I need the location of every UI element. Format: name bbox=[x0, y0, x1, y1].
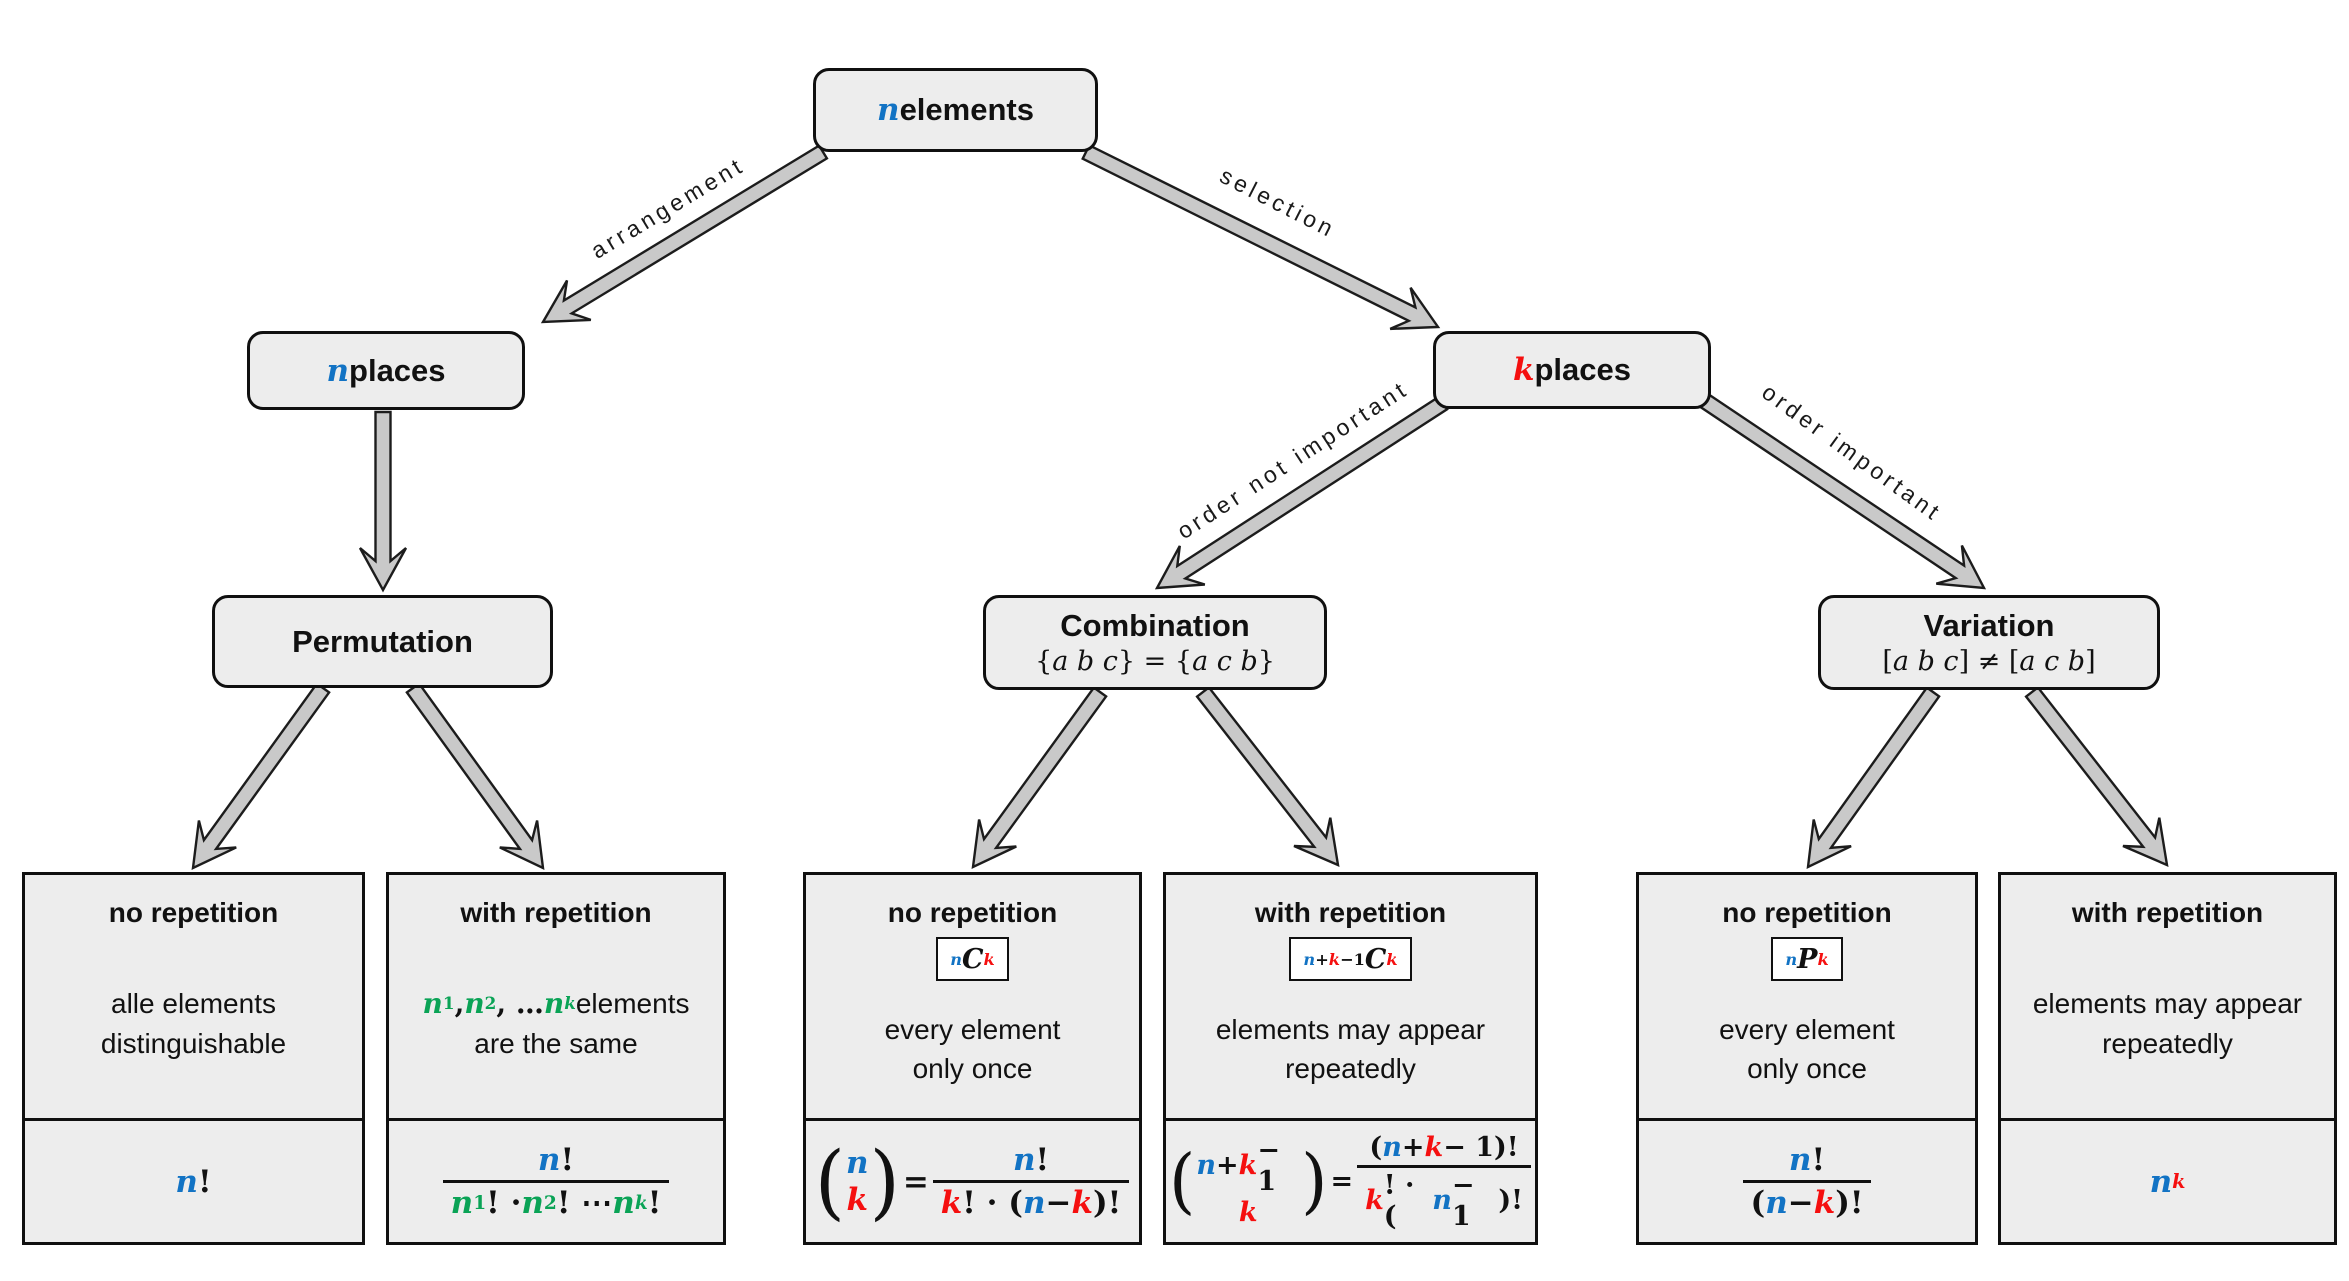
node-title: k places bbox=[1513, 352, 1631, 388]
node-variation: Variation [a b c] ≠ [a c b] bbox=[1818, 595, 2160, 690]
node-title: Combination bbox=[1060, 608, 1250, 643]
flow-arrow bbox=[1195, 685, 1340, 867]
node-title: n elements bbox=[877, 92, 1034, 128]
box-header: no repetition bbox=[1722, 897, 1892, 928]
box-header: with repetition bbox=[1254, 897, 1447, 928]
flow-arrow bbox=[2024, 685, 2169, 867]
flow-arrow bbox=[971, 685, 1108, 870]
node-permutation: Permutation bbox=[212, 595, 553, 688]
node-n-places: n places bbox=[247, 331, 525, 410]
flow-arrow bbox=[1699, 393, 1987, 590]
node-subtitle: {a b c} = {a c b} bbox=[1035, 646, 1275, 677]
node-combination: Combination {a b c} = {a c b} bbox=[983, 595, 1327, 690]
box-header: no repetition bbox=[108, 897, 279, 928]
box-header: with repetition bbox=[460, 897, 652, 928]
flow-arrow bbox=[358, 410, 408, 593]
flow-arrow bbox=[540, 143, 829, 324]
box-header: with repetition bbox=[2071, 897, 2264, 928]
flow-arrow bbox=[1081, 143, 1441, 331]
box-formula: n! bbox=[25, 1118, 362, 1242]
node-k-places: k places bbox=[1433, 331, 1711, 409]
node-n-elements: n elements bbox=[813, 68, 1098, 152]
flow-arrow bbox=[405, 681, 545, 871]
flow-arrow bbox=[1806, 685, 1941, 870]
flow-arrow bbox=[191, 681, 331, 871]
node-title: n places bbox=[326, 352, 446, 389]
node-title: Permutation bbox=[292, 623, 473, 659]
node-subtitle: [a b c] ≠ [a c b] bbox=[1882, 646, 2096, 677]
flow-arrow bbox=[1154, 395, 1449, 590]
node-title: Variation bbox=[1923, 608, 2055, 643]
box-formula: n!(n − k)! bbox=[1639, 1118, 1975, 1242]
box-header: no repetition bbox=[887, 897, 1058, 928]
